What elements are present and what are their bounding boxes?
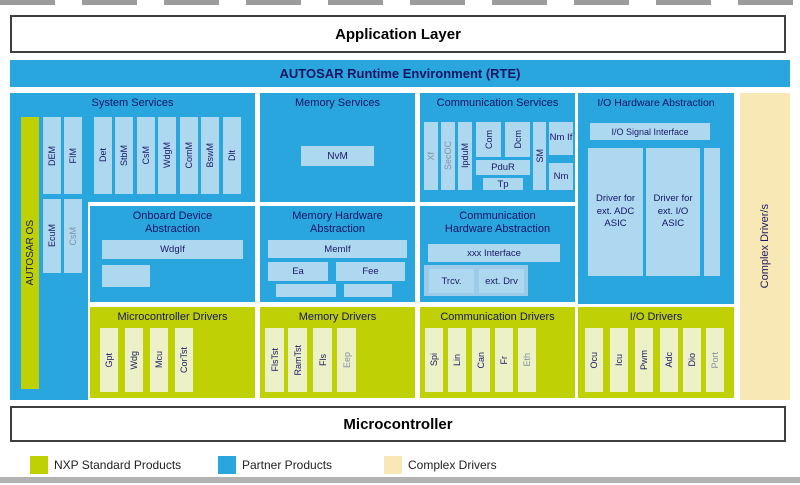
module-cortst: CorTst <box>175 328 193 392</box>
module-xf: Xf <box>424 122 438 190</box>
module-sm: SM <box>533 122 546 190</box>
module-eth: Eth <box>518 328 536 392</box>
module-nm: Nm <box>549 163 573 190</box>
io-drivers-title: I/O Drivers <box>629 311 683 323</box>
module-com: Com <box>476 122 501 157</box>
module-memif: MemIf <box>268 240 407 258</box>
rte-label: AUTOSAR Runtime Environment (RTE) <box>279 66 521 81</box>
top-dashed-border <box>0 0 800 5</box>
module-wdgm: WdgM <box>158 117 176 194</box>
module-ea: Ea <box>268 262 328 281</box>
complex-drivers-label: Complex Driver/s <box>759 204 771 289</box>
module-fls: Fls <box>313 328 332 392</box>
memory-services-title: Memory Services <box>295 97 380 109</box>
module-csm: CsM <box>137 117 155 194</box>
section-memory-services: Memory Services NvM <box>260 93 415 202</box>
module-nvm: NvM <box>301 146 374 166</box>
onboard-device-title: Onboard Device Abstraction <box>132 210 213 235</box>
communication-drivers-title: Communication Drivers <box>440 311 555 323</box>
system-services-title: System Services <box>91 97 174 109</box>
module-eep: Eep <box>337 328 356 392</box>
memory-hw-title: Memory Hardware Abstraction <box>292 210 383 235</box>
section-communication-hw-abstraction: Communication Hardware Abstraction xxx I… <box>420 206 575 302</box>
module-ocu: Ocu <box>585 328 603 392</box>
module-pwm: Pwm <box>635 328 653 392</box>
section-memory-hw-abstraction: Memory Hardware Abstraction MemIf Ea Fee <box>260 206 415 302</box>
module-mcu: Mcu <box>150 328 168 392</box>
module-trcv: Trcv. <box>429 269 474 293</box>
module-spi: Spi <box>425 328 443 392</box>
bottom-gray-bar <box>0 477 800 483</box>
section-microcontroller-drivers: Microcontroller Drivers Gpt Wdg Mcu CorT… <box>90 307 255 398</box>
module-lin: Lin <box>448 328 466 392</box>
microcontroller-box: Microcontroller <box>10 406 786 442</box>
memory-hw-empty-box-2 <box>344 284 392 297</box>
module-csm-left: CsM <box>64 199 82 273</box>
communication-services-title: Communication Services <box>436 97 559 109</box>
legend-label-complex: Complex Drivers <box>408 458 497 472</box>
module-bswm: BswM <box>201 117 219 194</box>
driver-ext-io-asic: Driver for ext. I/O ASIC <box>646 148 700 276</box>
module-flstst: FlsTst <box>265 328 284 392</box>
module-icu: Icu <box>610 328 628 392</box>
module-wdg: Wdg <box>125 328 143 392</box>
module-adc: Adc <box>660 328 678 392</box>
module-pdur: PduR <box>476 160 530 175</box>
module-fim: FIM <box>64 117 82 194</box>
application-layer-label: Application Layer <box>335 25 461 43</box>
module-port: Port <box>706 328 724 392</box>
module-ipdum: IpduM <box>458 122 472 190</box>
module-tp: Tp <box>483 178 523 190</box>
module-ramtst: RamTst <box>288 328 307 392</box>
section-memory-drivers: Memory Drivers FlsTst RamTst Fls Eep <box>260 307 415 398</box>
section-io-hw-abstraction: I/O Hardware Abstraction I/O Signal Inte… <box>578 93 734 304</box>
microcontroller-label: Microcontroller <box>343 415 453 433</box>
legend-swatch-complex-icon <box>384 456 402 474</box>
module-fr: Fr <box>495 328 513 392</box>
complex-drivers-bar: Complex Driver/s <box>740 93 790 400</box>
legend-swatch-nxp-icon <box>30 456 48 474</box>
section-onboard-device-abstraction: Onboard Device Abstraction WdgIf <box>90 206 255 302</box>
autosar-os-bar: AUTOSAR OS <box>21 117 39 389</box>
module-wdgif: WdgIf <box>102 240 243 259</box>
memory-hw-empty-box-1 <box>276 284 336 297</box>
legend-label-nxp: NXP Standard Products <box>54 458 182 472</box>
module-xxx-interface: xxx Interface <box>428 244 560 262</box>
legend-swatch-partner-icon <box>218 456 236 474</box>
module-secoc: SecOC <box>441 122 455 190</box>
module-ecum: EcuM <box>43 199 61 273</box>
module-dcm: Dcm <box>505 122 530 157</box>
section-io-drivers: I/O Drivers Ocu Icu Pwm Adc Dio Port <box>578 307 734 398</box>
memory-drivers-title: Memory Drivers <box>298 311 377 323</box>
module-fee: Fee <box>336 262 405 281</box>
module-ext-drv: ext. Drv <box>479 269 524 293</box>
legend-label-partner: Partner Products <box>242 458 333 472</box>
module-dio: Dio <box>683 328 701 392</box>
io-signal-interface: I/O Signal Interface <box>590 123 710 140</box>
module-dlt: Dlt <box>223 117 241 194</box>
io-hw-abstraction-title: I/O Hardware Abstraction <box>597 97 715 109</box>
module-stbm: StbM <box>115 117 133 194</box>
module-nm-if: Nm If <box>549 122 573 155</box>
onboard-empty-box <box>102 265 150 287</box>
autosar-os-label: AUTOSAR OS <box>24 220 36 286</box>
microcontroller-drivers-title: Microcontroller Drivers <box>117 311 228 323</box>
module-det: Det <box>94 117 112 194</box>
rte-bar: AUTOSAR Runtime Environment (RTE) <box>10 60 790 87</box>
io-hw-empty-box <box>704 148 720 276</box>
module-comm: ComM <box>180 117 198 194</box>
module-gpt: Gpt <box>100 328 118 392</box>
application-layer-box: Application Layer <box>10 15 786 53</box>
module-can: Can <box>472 328 490 392</box>
communication-hw-title: Communication Hardware Abstraction <box>444 210 551 235</box>
section-communication-services: Communication Services Xf SecOC IpduM Co… <box>420 93 575 202</box>
module-dem: DEM <box>43 117 61 194</box>
section-communication-drivers: Communication Drivers Spi Lin Can Fr Eth <box>420 307 575 398</box>
driver-ext-adc-asic: Driver for ext. ADC ASIC <box>588 148 643 276</box>
